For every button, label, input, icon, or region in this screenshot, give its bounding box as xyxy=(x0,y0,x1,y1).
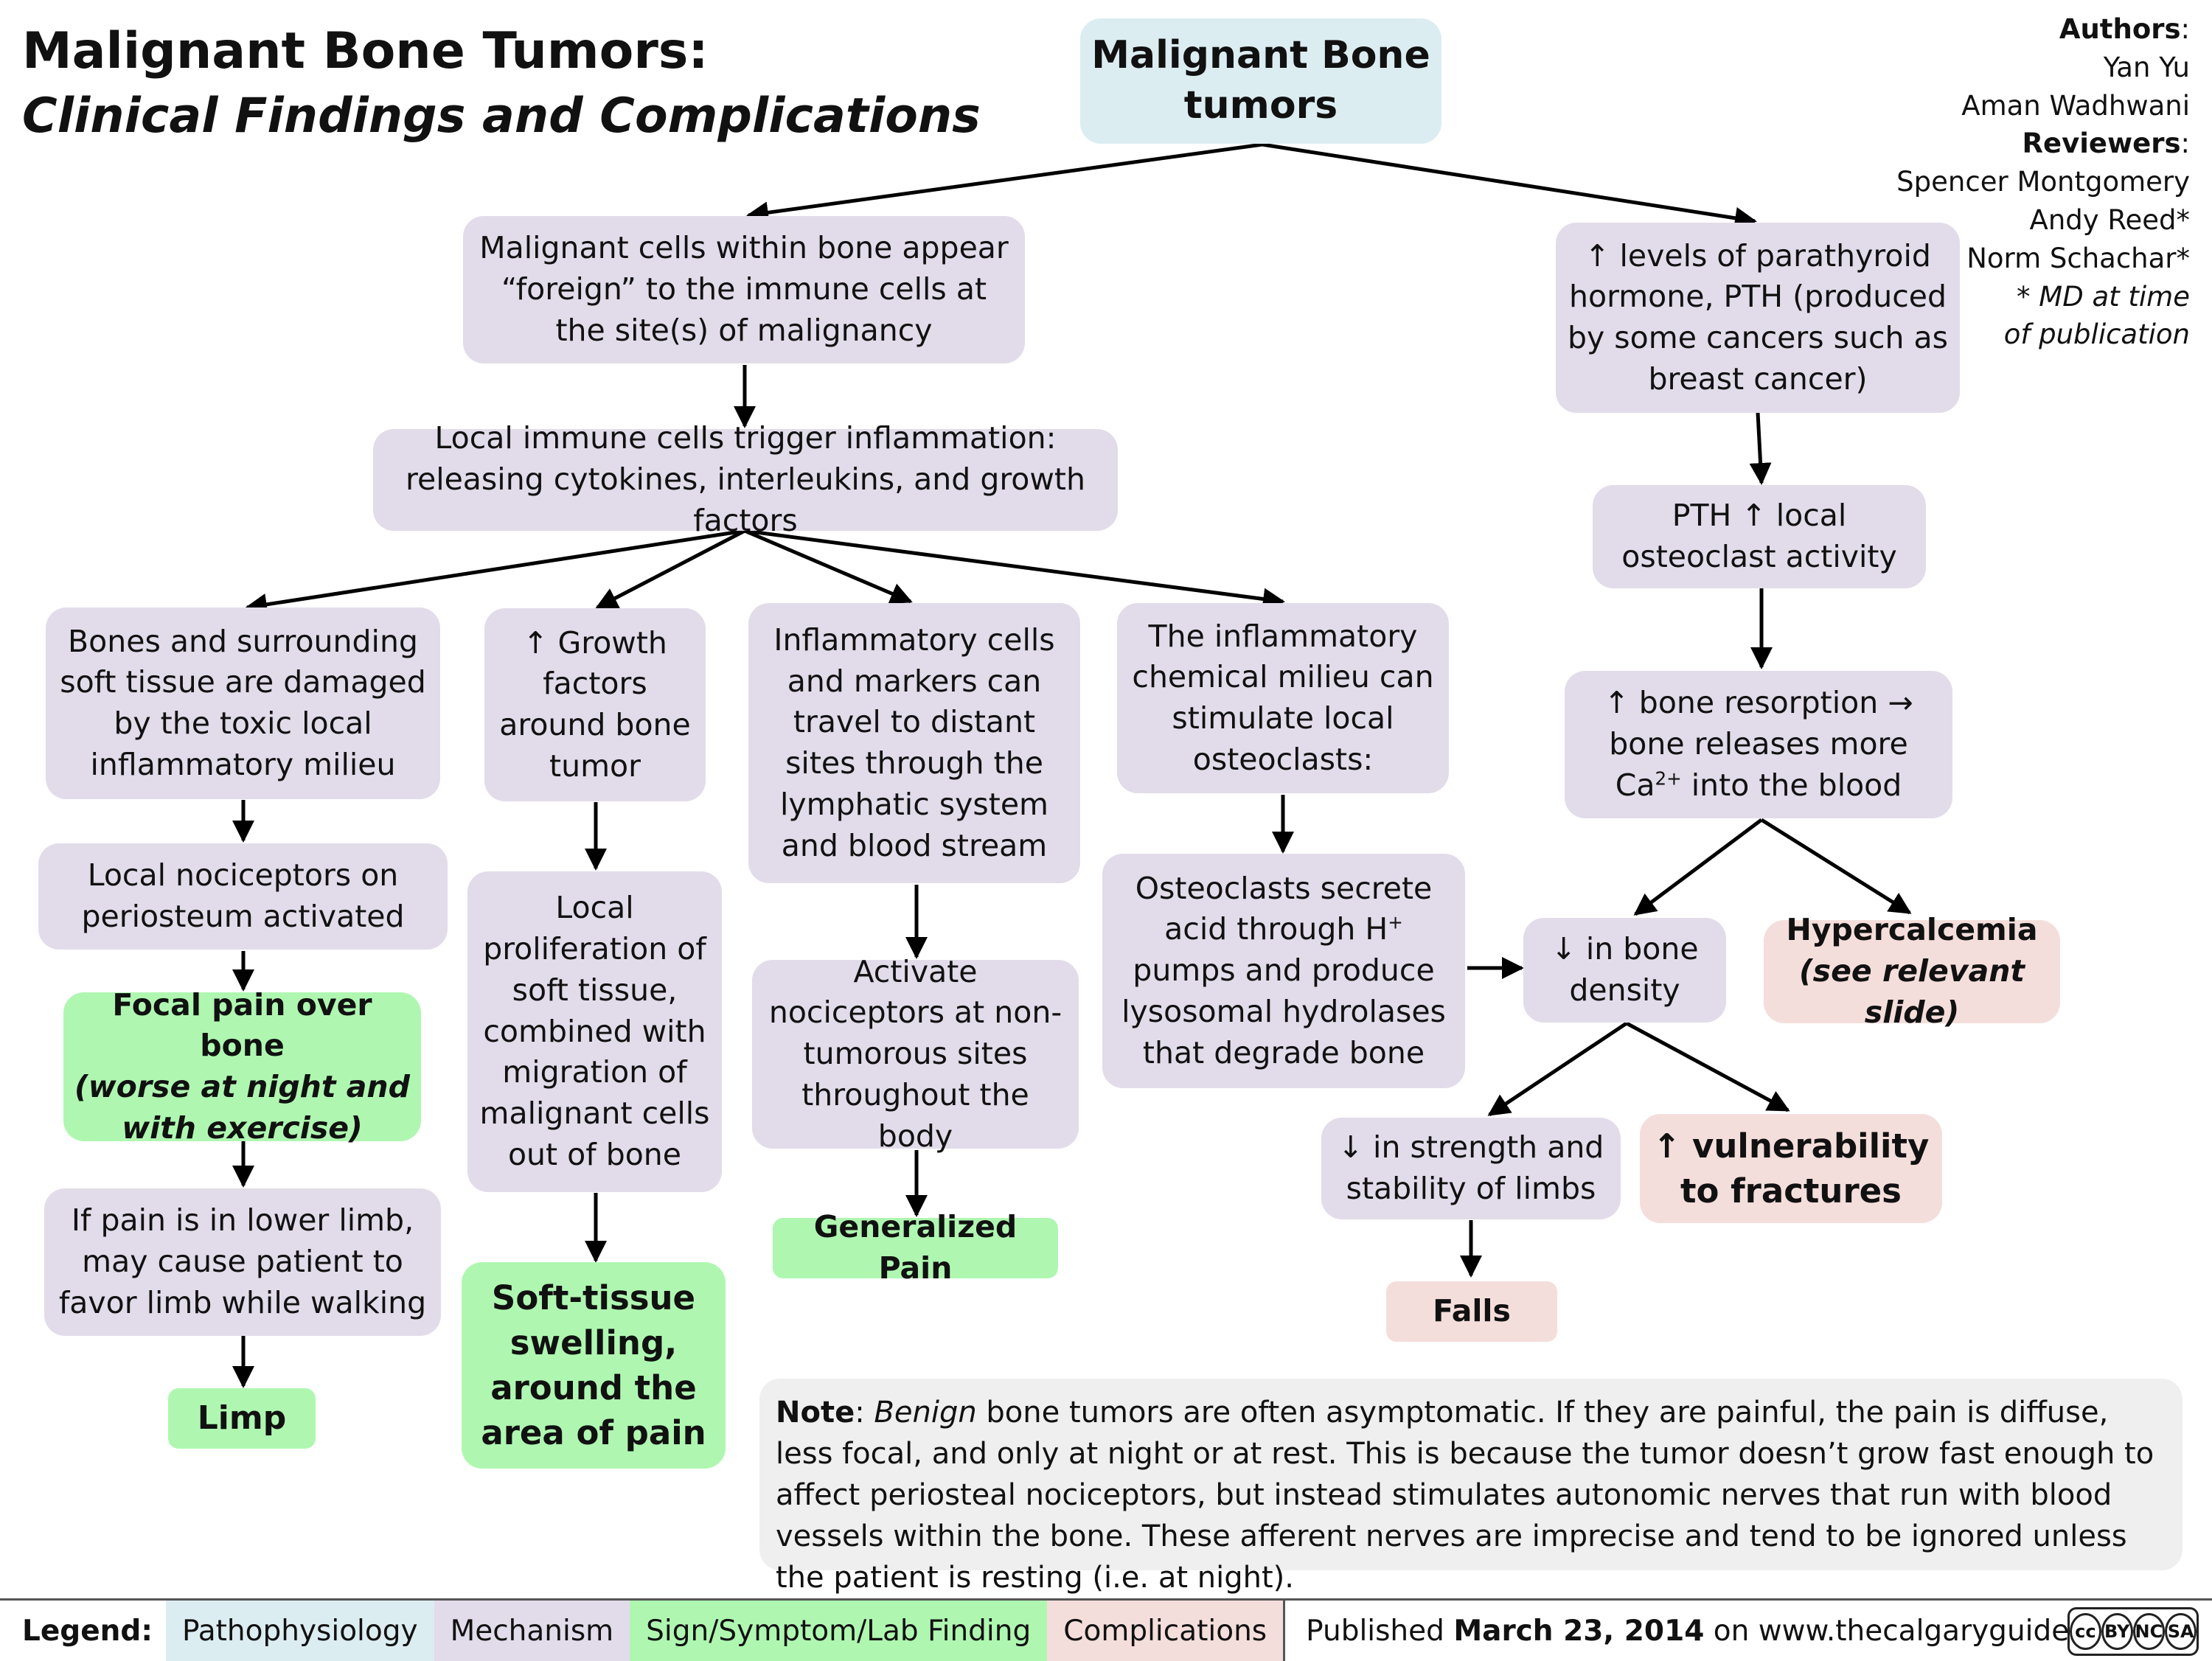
note-text: bone tumors are often asymptomatic. If t… xyxy=(776,1396,2154,1595)
node-density-label: ↓ in bone density xyxy=(1551,931,1699,1008)
authors-heading: Authors xyxy=(2059,13,2181,45)
published-date: March 23, 2014 xyxy=(1453,1614,1705,1648)
node-osteoclasts-label-cont: pumps and produce lysosomal hydrolases t… xyxy=(1121,953,1446,1070)
node-vulnerability: ↑ vulnerability to fractures xyxy=(1640,1114,1942,1223)
node-foreign: Malignant cells within bone appear “fore… xyxy=(463,216,1025,363)
node-proliferation-label: Local proliferation of soft tissue, comb… xyxy=(479,890,710,1172)
node-pth-local: PTH ↑ local osteoclast activity xyxy=(1593,485,1926,588)
authors-block: Authors: Yan Yu Aman Wadhwani Reviewers:… xyxy=(1896,10,2190,354)
node-proliferation: Local proliferation of soft tissue, comb… xyxy=(467,871,722,1192)
node-pth-local-label: PTH ↑ local osteoclast activity xyxy=(1621,498,1897,574)
node-focal-pain: Focal pain over bone (worse at night and… xyxy=(63,987,421,1146)
node-lower-limb-label: If pain is in lower limb, may cause pati… xyxy=(58,1202,427,1320)
node-limp: Limp xyxy=(168,1388,316,1449)
authors-footnote: * MD at time of publication xyxy=(2003,280,2190,351)
node-hypercalcemia: Hypercalcemia (see relevant slide) xyxy=(1764,912,2060,1030)
node-hypercalcemia-note: (see relevant slide) xyxy=(1798,953,2025,1030)
node-generalized-pain-label: Generalized Pain xyxy=(813,1209,1018,1286)
node-generalized-pain: Generalized Pain xyxy=(773,1209,1058,1286)
node-damaged-label: Bones and surrounding soft tissue are da… xyxy=(60,623,426,782)
node-activate-label: Activate nociceptors at non-tumorous sit… xyxy=(768,953,1062,1154)
node-foreign-label: Malignant cells within bone appear “fore… xyxy=(479,230,1009,348)
node-inflammation: Local immune cells trigger inflammation:… xyxy=(373,420,1118,538)
node-hypercalcemia-label: Hypercalcemia xyxy=(1786,912,2038,948)
legend-bar: Legend: Pathophysiology Mechanism Sign/S… xyxy=(0,1598,2212,1661)
node-swelling-label: Soft-tissue swelling, around the area of… xyxy=(481,1278,706,1453)
node-limp-label: Limp xyxy=(197,1399,287,1438)
license-badge: cc BY NC SA xyxy=(2067,1607,2199,1656)
legend-complications: Complications xyxy=(1047,1601,1286,1661)
node-falls: Falls xyxy=(1386,1281,1557,1342)
node-density: ↓ in bone density xyxy=(1523,918,1726,1023)
benign-note: Note: Benign bone tumors are often asymp… xyxy=(759,1379,2183,1595)
author-name: Aman Wadhwani xyxy=(1961,89,2190,122)
node-osteoclasts: Osteoclasts secrete acid through H+ pump… xyxy=(1102,854,1465,1088)
node-strength-label: ↓ in strength and stability of limbs xyxy=(1338,1129,1604,1206)
node-travel-label: Inflammatory cells and markers can trave… xyxy=(773,621,1055,863)
node-focal-pain-note: (worse at night and with exercise) xyxy=(74,1069,410,1146)
node-inflammation-label: Local immune cells trigger inflammation:… xyxy=(406,420,1085,538)
node-damaged: Bones and surrounding soft tissue are da… xyxy=(46,607,440,799)
note-label: Note xyxy=(776,1396,855,1430)
author-name: Yan Yu xyxy=(2103,51,2190,83)
up-arrow-icon: ↑ xyxy=(523,624,549,661)
legend-sign-symptom: Sign/Symptom/Lab Finding xyxy=(630,1601,1048,1661)
legend-label: Legend: xyxy=(22,1614,153,1648)
node-travel: Inflammatory cells and markers can trave… xyxy=(748,603,1080,883)
legend-mechanism: Mechanism xyxy=(434,1601,630,1661)
node-falls-label: Falls xyxy=(1433,1293,1511,1329)
node-osteoclasts-sup: + xyxy=(1388,911,1403,933)
reviewer-name: Andy Reed* xyxy=(2029,203,2190,236)
node-pth: ↑ levels of parathyroid hormone, PTH (pr… xyxy=(1556,223,1960,413)
note-emphasis: Benign xyxy=(874,1396,977,1430)
node-vulnerability-label: ↑ vulnerability to fractures xyxy=(1652,1126,1930,1211)
legend-pathophysiology: Pathophysiology xyxy=(165,1601,434,1661)
node-nociceptors: Local nociceptors on periosteum activate… xyxy=(38,843,448,950)
node-milieu: The inflammatory chemical milieu can sti… xyxy=(1117,603,1449,793)
node-growth-label: Growth factors around bone tumor xyxy=(499,624,691,784)
nc-icon: NC xyxy=(2132,1613,2166,1650)
sa-icon: SA xyxy=(2165,1613,2197,1650)
by-icon: BY xyxy=(2101,1613,2133,1650)
node-lower-limb: If pain is in lower limb, may cause pati… xyxy=(44,1188,441,1336)
reviewer-name: Spencer Montgomery xyxy=(1896,166,2190,198)
node-resorption-label: ↑ bone resorption → bone releases more C… xyxy=(1604,685,1913,803)
page-subtitle: Clinical Findings and Complications xyxy=(22,88,981,144)
cc-icon: cc xyxy=(2070,1613,2101,1650)
node-strength: ↓ in strength and stability of limbs xyxy=(1321,1118,1621,1219)
reviewers-heading: Reviewers xyxy=(2022,128,2181,160)
node-root: Malignant Bone tumors xyxy=(1080,18,1441,144)
node-growth: ↑ Growth factors around bone tumor xyxy=(484,608,706,801)
node-activate: Activate nociceptors at non-tumorous sit… xyxy=(752,954,1079,1154)
node-osteoclasts-label: Osteoclasts secrete acid through H xyxy=(1135,870,1433,947)
node-milieu-label: The inflammatory chemical milieu can sti… xyxy=(1132,618,1434,777)
node-nociceptors-label: Local nociceptors on periosteum activate… xyxy=(81,857,405,934)
node-resorption-label-cont: into the blood xyxy=(1681,767,1902,803)
reviewer-name: Norm Schachar* xyxy=(1966,242,2190,274)
node-root-label: Malignant Bone tumors xyxy=(1091,33,1430,128)
node-focal-pain-label: Focal pain over bone xyxy=(112,986,372,1064)
published-prefix: Published xyxy=(1306,1614,1444,1648)
node-resorption-sup: 2+ xyxy=(1655,767,1682,790)
node-swelling: Soft-tissue swelling, around the area of… xyxy=(462,1262,726,1469)
node-pth-label: ↑ levels of parathyroid hormone, PTH (pr… xyxy=(1567,237,1949,397)
page-title: Malignant Bone Tumors: xyxy=(22,22,709,80)
node-resorption: ↑ bone resorption → bone releases more C… xyxy=(1565,671,1952,818)
published-line: Published March 23, 2014 on www.thecalga… xyxy=(1285,1601,2156,1661)
